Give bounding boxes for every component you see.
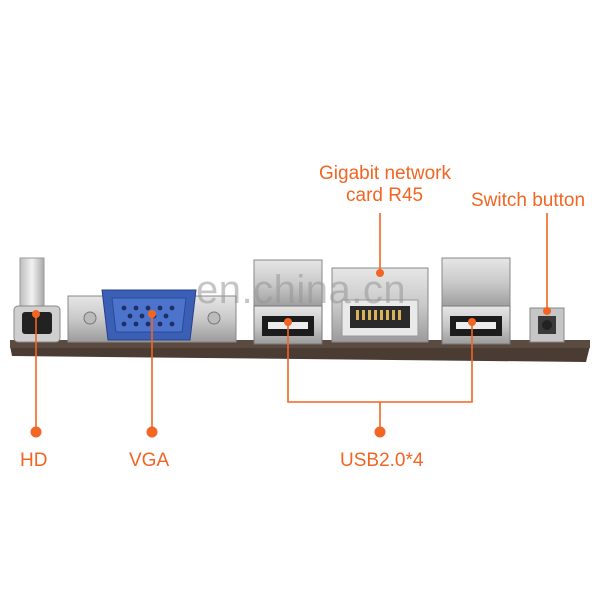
switch-button-label: Switch button: [471, 190, 586, 211]
hd-label: HD: [20, 450, 48, 471]
leader-dots: [30, 269, 551, 438]
leader-lines: [35, 213, 548, 430]
gigabit-label-line2: card R45: [346, 185, 424, 206]
gigabit-label-line1: Gigabit network: [319, 163, 452, 184]
rj45-connector: [331, 267, 429, 343]
vga-label: VGA: [129, 450, 170, 471]
usb-label: USB2.0*4: [340, 450, 424, 471]
usb-stack-right: [441, 257, 511, 345]
watermark-text: en.china.cn: [196, 268, 407, 312]
switch-button: [529, 307, 565, 343]
hd-connector: [13, 257, 61, 343]
